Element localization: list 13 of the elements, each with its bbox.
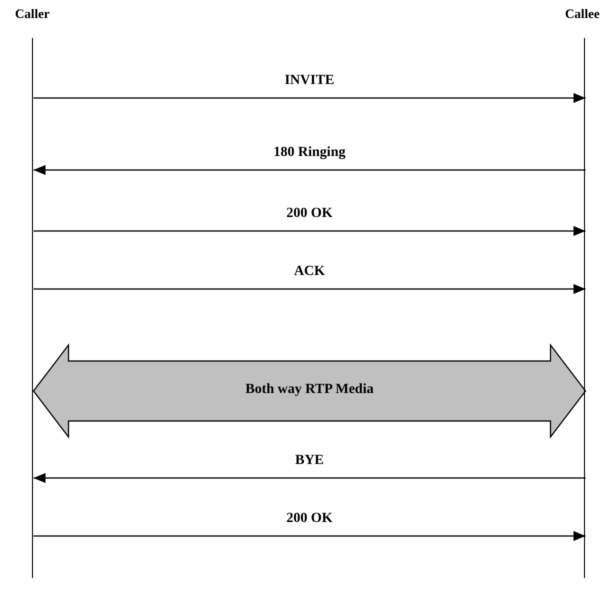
message-arrow [34, 531, 586, 541]
lifeline [32, 38, 33, 578]
participant-label: Caller [15, 6, 50, 22]
participant-label: Callee [565, 6, 600, 22]
message-arrow [34, 473, 586, 483]
message-arrow [34, 93, 586, 103]
message-label: 180 Ringing [272, 145, 348, 161]
message-arrow [34, 284, 586, 294]
block-arrow [32, 343, 586, 439]
message-arrow [34, 165, 586, 175]
lifeline [584, 38, 585, 578]
message-arrow [34, 226, 586, 236]
message-label: Both way RTP Media [245, 382, 374, 398]
